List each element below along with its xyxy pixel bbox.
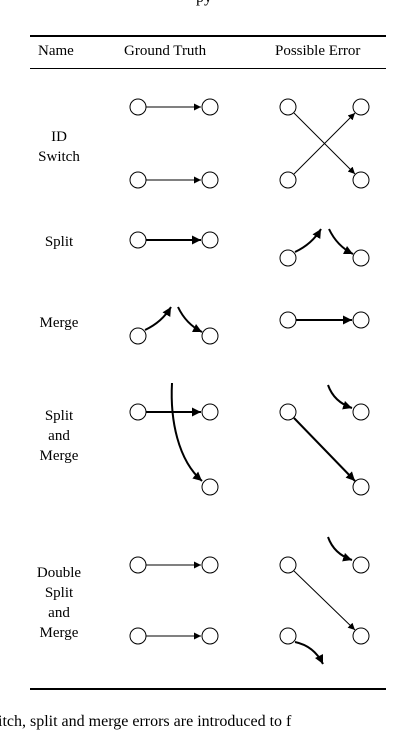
row-label-merge: Merge (14, 313, 104, 333)
merge-possible-error (279, 311, 370, 329)
row-label-line: and (48, 428, 70, 444)
row-label-line: Split (44, 585, 74, 601)
row-label-line: Merge (39, 625, 79, 641)
row-label-line: and (48, 605, 70, 621)
double-split-and-merge-ground-truth (129, 556, 219, 645)
row-label-line: Merge (39, 315, 79, 331)
row-label-id-switch: ID Switch (14, 127, 104, 167)
split-possible-error (279, 228, 370, 267)
row-label-split: Split (14, 232, 104, 252)
clipped-text-bottom: itch, split and merge errors are introdu… (0, 713, 292, 730)
row-label-line: Switch (38, 149, 80, 165)
header-possible-error: Possible Error (275, 43, 361, 59)
split-and-merge-possible-error (279, 384, 370, 496)
row-label-double-split-and-merge: Double Split and Merge (14, 563, 104, 643)
row-label-line: ID (51, 129, 67, 145)
split-ground-truth (129, 231, 219, 249)
row-label-line: Merge (39, 448, 79, 464)
row-label-line: Split (44, 234, 74, 250)
double-split-and-merge-possible-error (279, 536, 370, 665)
header-ground-truth: Ground Truth (124, 43, 207, 59)
header-name: Name (38, 43, 74, 59)
table-top-rule (30, 35, 386, 37)
clipped-text-top: py (196, 0, 212, 7)
split-and-merge-ground-truth (129, 382, 219, 496)
row-label-line: Double (36, 565, 82, 581)
id-switch-possible-error (279, 98, 370, 189)
row-label-line: Split (44, 408, 74, 424)
id-switch-ground-truth (129, 98, 219, 189)
row-label-split-and-merge: Split and Merge (14, 406, 104, 466)
merge-ground-truth (129, 306, 219, 345)
table-bottom-rule (30, 688, 386, 690)
table-header-rule (30, 68, 386, 69)
